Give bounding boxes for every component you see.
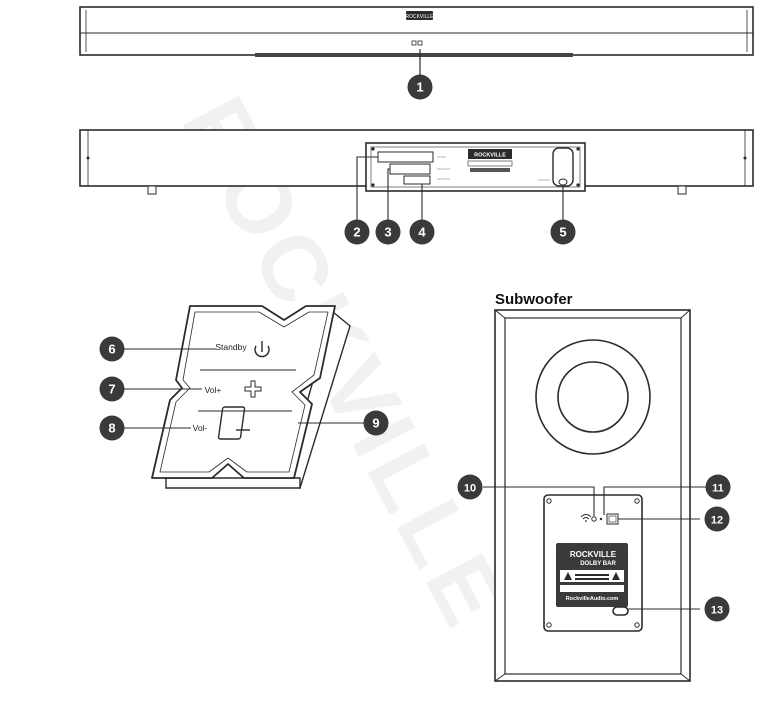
- status-led: [591, 516, 597, 522]
- ir-sensor-window: [217, 406, 246, 440]
- front-logo-badge: [406, 11, 433, 20]
- soundbar-front-view: ROCKVILLE: [79, 6, 754, 78]
- callout-badge-5: 5: [550, 219, 576, 245]
- rear-logo-text: ROCKVILLE: [474, 153, 506, 159]
- callout-number: 9: [372, 416, 379, 431]
- callout-badge-1: 1: [407, 74, 433, 100]
- warning-icon: [564, 572, 572, 580]
- standby-label: Standby: [215, 342, 247, 352]
- callout-circle: [99, 415, 125, 441]
- rear-warning-label: [467, 160, 513, 167]
- callout-circle: [457, 474, 483, 500]
- callout-number: 13: [711, 605, 723, 617]
- sub-website-text: RockvilleAudio.com: [566, 596, 619, 602]
- callout-circle: [375, 219, 401, 245]
- callout-number: 11: [712, 483, 724, 495]
- callout-circle: [344, 219, 370, 245]
- sub-logo-text: ROCKVILLE: [570, 550, 617, 559]
- wireless-icon: [580, 514, 592, 522]
- callout-number: 5: [559, 225, 566, 240]
- callout-circle: [407, 74, 433, 100]
- rear-logo-badge: [468, 149, 512, 159]
- vol-minus-label: Vol-: [193, 423, 208, 433]
- callout-badge-9: 9: [363, 410, 389, 436]
- front-logo-text: ROCKVILLE: [405, 14, 434, 20]
- callout-badge-13: 13: [704, 596, 730, 622]
- vol-plus-label: Vol+: [205, 385, 222, 395]
- callout-number: 4: [418, 225, 426, 240]
- callout-badge-4: 4: [409, 219, 435, 245]
- callout-circle: [704, 596, 730, 622]
- callout-badge-10: 10: [457, 474, 483, 500]
- callout-badge-8: 8: [99, 415, 125, 441]
- front-display-led: [417, 40, 423, 46]
- warning-icon: [612, 572, 620, 580]
- callout-badge-3: 3: [375, 219, 401, 245]
- callout-badge-6: 6: [99, 336, 125, 362]
- sub-power-socket: [612, 606, 629, 616]
- pair-button: [599, 517, 603, 521]
- soundbar-rear-view: ROCKVILLE: [79, 129, 754, 220]
- callout-badge-2: 2: [344, 219, 370, 245]
- callout-number: 1: [416, 80, 423, 95]
- front-display-led: [411, 40, 417, 46]
- callout-circle: [363, 410, 389, 436]
- callout-number: 3: [384, 225, 391, 240]
- callout-number: 6: [108, 342, 115, 357]
- subwoofer-rear-view: ROCKVILLE DOLBY BAR RockvilleAudio.com: [483, 309, 717, 682]
- callout-badge-11: 11: [705, 474, 731, 500]
- subwoofer-title: Subwoofer: [495, 291, 573, 308]
- callout-circle: [99, 376, 125, 402]
- callout-circle: [99, 336, 125, 362]
- plus-icon: [244, 380, 262, 398]
- callout-circle: [409, 219, 435, 245]
- callout-circle: [704, 506, 730, 532]
- rear-info-strip: [470, 168, 510, 172]
- callout-number: 2: [353, 225, 360, 240]
- callout-number: 8: [108, 421, 115, 436]
- top-control-panel: Standby Vol+ Vol-: [124, 305, 364, 490]
- callout-number: 12: [711, 515, 723, 527]
- callout-badge-12: 12: [704, 506, 730, 532]
- callout-circle: [705, 474, 731, 500]
- callout-circle: [550, 219, 576, 245]
- callout-badge-7: 7: [99, 376, 125, 402]
- power-icon: [254, 341, 270, 358]
- callout-number: 10: [464, 483, 476, 495]
- sub-model-text: DOLBY BAR: [580, 561, 616, 567]
- callout-number: 7: [108, 382, 115, 397]
